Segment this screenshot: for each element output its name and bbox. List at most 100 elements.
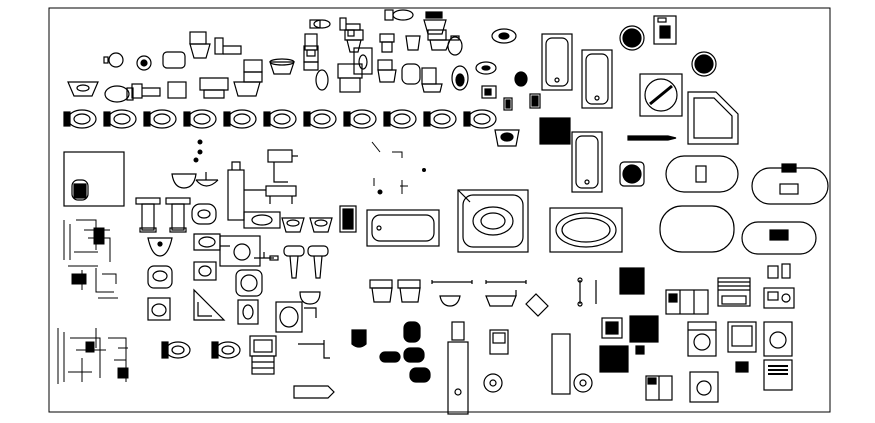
floor-drain-symbol [573,373,593,393]
piping-detail [95,268,118,299]
piping-detail [63,219,111,290]
toilet-elevation-symbol [427,29,451,51]
toilet-plan-symbol [447,35,463,56]
toilet-elevation-symbol [377,59,397,83]
pedestal-basin-symbol [165,197,191,233]
counter-basin-symbol [243,211,281,229]
shower-tray-symbol [639,73,683,117]
toilet-plan-symbol [103,52,124,68]
basin-top-symbol [147,297,171,321]
lower-fixtures [161,277,597,415]
toilet-top-symbol [63,109,97,129]
appliance-symbol [629,315,659,343]
toilet-side-symbol [369,279,393,303]
basin-side-symbol [439,295,461,307]
toilet-plan-symbol [514,71,528,87]
toilet-plan-grid [63,85,541,147]
toilet-plan-symbol [167,81,187,99]
vanity-symbol [267,149,298,183]
cabinet-symbol [645,375,673,401]
appliance-group [599,263,795,403]
toilet-plan-symbol [162,51,186,69]
fixture-small [489,329,509,355]
toilet-top-symbol [183,109,217,129]
pedestal-basin-symbol [307,245,329,279]
jacuzzi-symbol [457,189,529,253]
toilet-side-symbol [397,279,421,303]
toilet-top-symbol [383,109,417,129]
jacuzzi-group [366,155,829,255]
washing-machine-symbol [689,371,719,403]
floor-drain-symbol [483,373,503,393]
piping-details [57,219,129,384]
water-heater-symbol [551,333,571,395]
bath-vanity-symbol [251,355,275,375]
basin-top-symbol [193,233,221,251]
floor-drain-symbol [619,161,645,187]
bathtub-symbol [541,33,573,91]
appliance-symbol [763,287,795,309]
toilet-elevation-symbol [344,29,364,53]
corner-basin-symbol [525,293,549,317]
toilet-top-symbol [403,321,421,343]
basin-top-symbol [309,217,333,233]
appliance-symbol [599,345,629,373]
toilet-elevation-symbol [423,11,447,35]
washing-machine-symbol [687,321,717,357]
tub-spout-symbol [293,385,335,399]
wall-basin-symbol [339,205,357,233]
basin-side-symbol [485,290,517,307]
toilet-top-symbol [263,109,297,129]
corner-shower-symbol [687,91,739,145]
toilet-elevation-symbol [339,17,361,37]
dimension-line [485,280,527,284]
appliance-symbol [717,277,751,307]
toilet-top-symbol [463,109,497,129]
toilet-top-symbol [143,109,177,129]
washbasin-group [63,149,357,333]
toilet-plan-symbol [491,28,517,44]
basin-top-symbol [494,129,520,147]
toilet-plan-symbol [475,61,497,75]
jacuzzi-symbol [549,207,623,253]
basin-top-symbol [193,261,217,281]
dimension-line [431,280,473,284]
appliance-symbol [665,289,709,315]
washing-machine-symbol [763,359,793,391]
fixture-small [529,93,541,109]
faucet-symbol [254,252,279,261]
pedestal-basin-symbol [283,245,305,279]
vanity-symbol [227,161,266,221]
basin-top-symbol [265,185,297,204]
corner-basin-symbol [193,288,226,321]
bathtub-symbol [571,131,603,193]
toilet-elevation-symbol [269,58,295,75]
shower-tray-symbol [539,117,571,145]
toilet-top-symbol [211,341,241,359]
toilet-plan-row [67,77,261,103]
basin-top-symbol [171,173,197,189]
toilet-elevations-row-top [304,9,517,57]
toilet-elevation-symbol [304,33,318,57]
basin-top-symbol [191,203,217,225]
toilet-elevation-symbol [401,63,421,85]
pedestal-basin-symbol [135,197,161,233]
toilet-top-symbol [161,341,191,359]
bathtub-top-group [539,15,739,193]
toilet-elevation-symbol [337,63,363,93]
fixture-small [503,97,513,111]
washing-machine-symbol [763,321,793,357]
misc-marks [193,139,426,195]
toilet-plan-symbol [384,9,414,21]
appliance-symbol [635,345,645,355]
toilet-elevation-symbol [405,35,421,51]
bathtub-symbol [581,49,613,109]
basin-top-symbol [147,237,173,257]
floor-drain-symbol [619,25,645,51]
bathtub-symbol [366,209,440,247]
oval-tub-symbol [659,205,735,253]
toilet-elevation-symbol [303,45,319,71]
toilet-elevation-symbol [379,33,395,53]
urinal-symbol [379,351,401,363]
oval-tub-symbol [751,163,829,205]
